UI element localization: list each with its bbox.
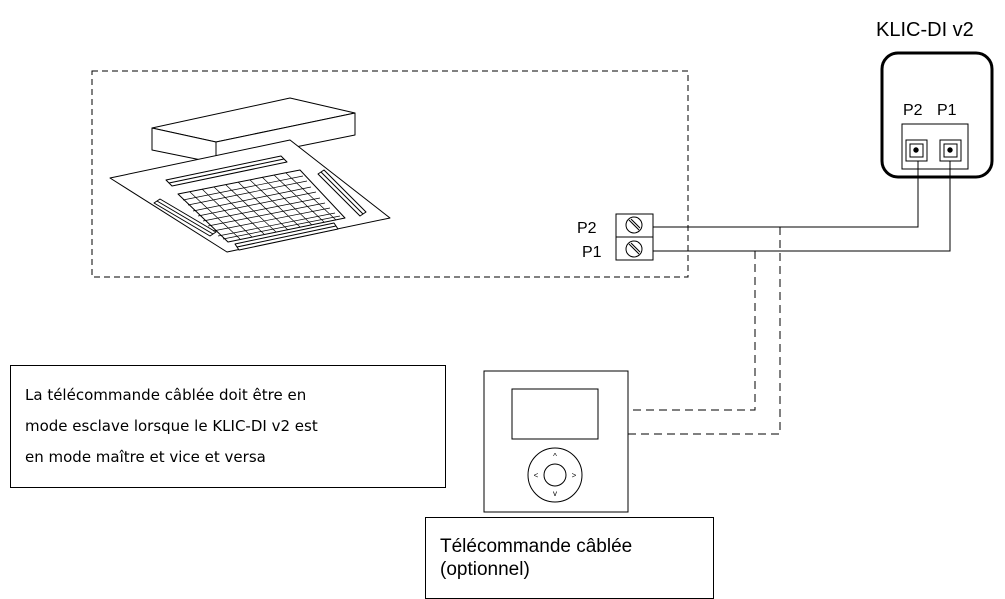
wired-remote-controller — [483, 370, 629, 513]
gateway-terminal-label-p2: P2 — [903, 102, 923, 119]
wire-p1 — [653, 161, 951, 252]
arrow-left-icon: < — [534, 471, 539, 480]
mode-note-box: La télécommande câblée doit être en mode… — [10, 365, 446, 488]
arrow-up-icon: ^ — [553, 452, 557, 461]
indoor-terminal-label-p1: P1 — [582, 244, 602, 261]
caption-line: (optionnel) — [440, 559, 530, 580]
cassette-ac-unit — [109, 97, 391, 253]
remote-keypad-arrows: ^ < > v — [534, 452, 577, 498]
wire-p2 — [653, 161, 919, 228]
note-line: en mode maître et vice et versa — [25, 448, 266, 466]
note-line: mode esclave lorsque le KLIC-DI v2 est — [25, 417, 318, 435]
remote-wires — [628, 227, 781, 435]
indoor-unit-enclosure — [91, 70, 689, 278]
bus-wires — [653, 161, 951, 252]
gateway-title: KLIC-DI v2 — [876, 19, 974, 41]
gateway-terminal-label-p1: P1 — [937, 102, 957, 119]
arrow-right-icon: > — [572, 471, 577, 480]
arrow-down-icon: v — [553, 489, 557, 498]
indoor-unit-terminal-block — [615, 213, 654, 261]
note-line: La télécommande câblée doit être en — [25, 386, 307, 404]
remote-display — [511, 388, 599, 440]
gateway-terminal-block — [901, 123, 969, 170]
indoor-terminal-label-p2: P2 — [577, 220, 597, 237]
remote-caption-box: Télécommande câblée (optionnel) — [425, 517, 714, 599]
caption-line: Télécommande câblée — [440, 536, 633, 557]
remote-keypad-center — [543, 463, 567, 487]
remote-wire-p2 — [628, 227, 781, 435]
remote-wire-p1 — [628, 251, 756, 411]
